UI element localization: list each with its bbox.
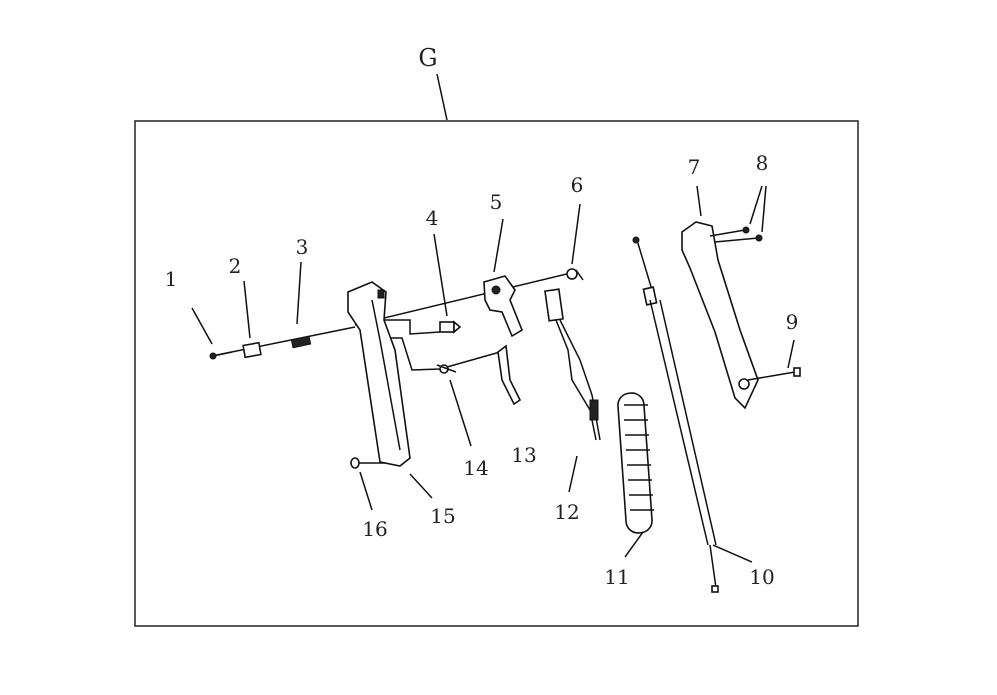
callout-5: 5	[490, 190, 503, 214]
group-label: G	[418, 44, 437, 72]
part-13-lever	[497, 344, 522, 406]
part-11-coil-spring	[617, 392, 654, 534]
callout-1: 1	[165, 267, 178, 291]
callout-14: 14	[463, 456, 488, 480]
part-1-screw	[209, 351, 233, 360]
callout-11: 11	[604, 565, 629, 589]
part-12-switch-wiring	[544, 288, 601, 441]
part-8-screws	[709, 226, 763, 243]
part-9-bolt	[747, 367, 801, 381]
callout-3: 3	[296, 235, 309, 259]
callout-9: 9	[786, 310, 799, 334]
callout-2: 2	[229, 254, 242, 278]
callout-4: 4	[426, 206, 439, 230]
leader-lines	[191, 185, 795, 563]
callout-13: 13	[511, 443, 536, 467]
part-2-bushing	[242, 341, 262, 359]
part-15-handle-housing	[347, 281, 411, 467]
callout-6: 6	[571, 173, 584, 197]
callout-16: 16	[362, 517, 387, 541]
part-5-trigger	[483, 275, 523, 338]
part-16-washer	[350, 457, 360, 469]
callout-10: 10	[749, 565, 774, 589]
part-10-rod	[632, 236, 719, 593]
callout-12: 12	[554, 500, 579, 524]
part-3-spring	[290, 335, 312, 349]
callout-8: 8	[756, 151, 769, 175]
diagram-frame	[134, 120, 859, 627]
part-14-spring	[436, 364, 457, 374]
callout-labels: 1 2 3 4 5 6 7 8 9 10 11 12 13 14 15 16	[165, 151, 799, 589]
part-7-handle-cover	[681, 221, 759, 410]
part-6-torsion-spring	[566, 268, 584, 281]
callout-15: 15	[430, 504, 455, 528]
part-4-pin	[439, 320, 462, 334]
group-leader-line	[436, 73, 448, 121]
callout-7: 7	[688, 155, 701, 179]
